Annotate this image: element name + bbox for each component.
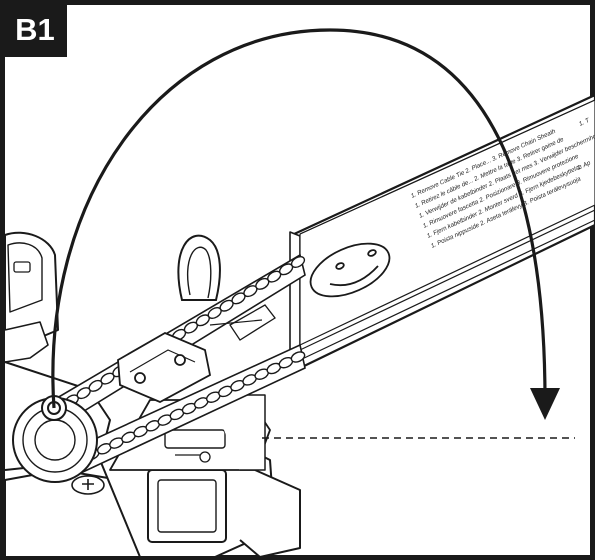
chain-link bbox=[290, 255, 306, 269]
hand-guard bbox=[177, 234, 221, 301]
step-label: B1 bbox=[3, 3, 67, 57]
drive-sprocket bbox=[12, 395, 105, 495]
smiley-face-icon bbox=[309, 242, 391, 298]
chain-tensioner bbox=[117, 304, 276, 403]
chain-link bbox=[290, 351, 306, 363]
bar-label-line: 1. T bbox=[578, 117, 592, 128]
curved-arrow-icon bbox=[51, 28, 560, 420]
